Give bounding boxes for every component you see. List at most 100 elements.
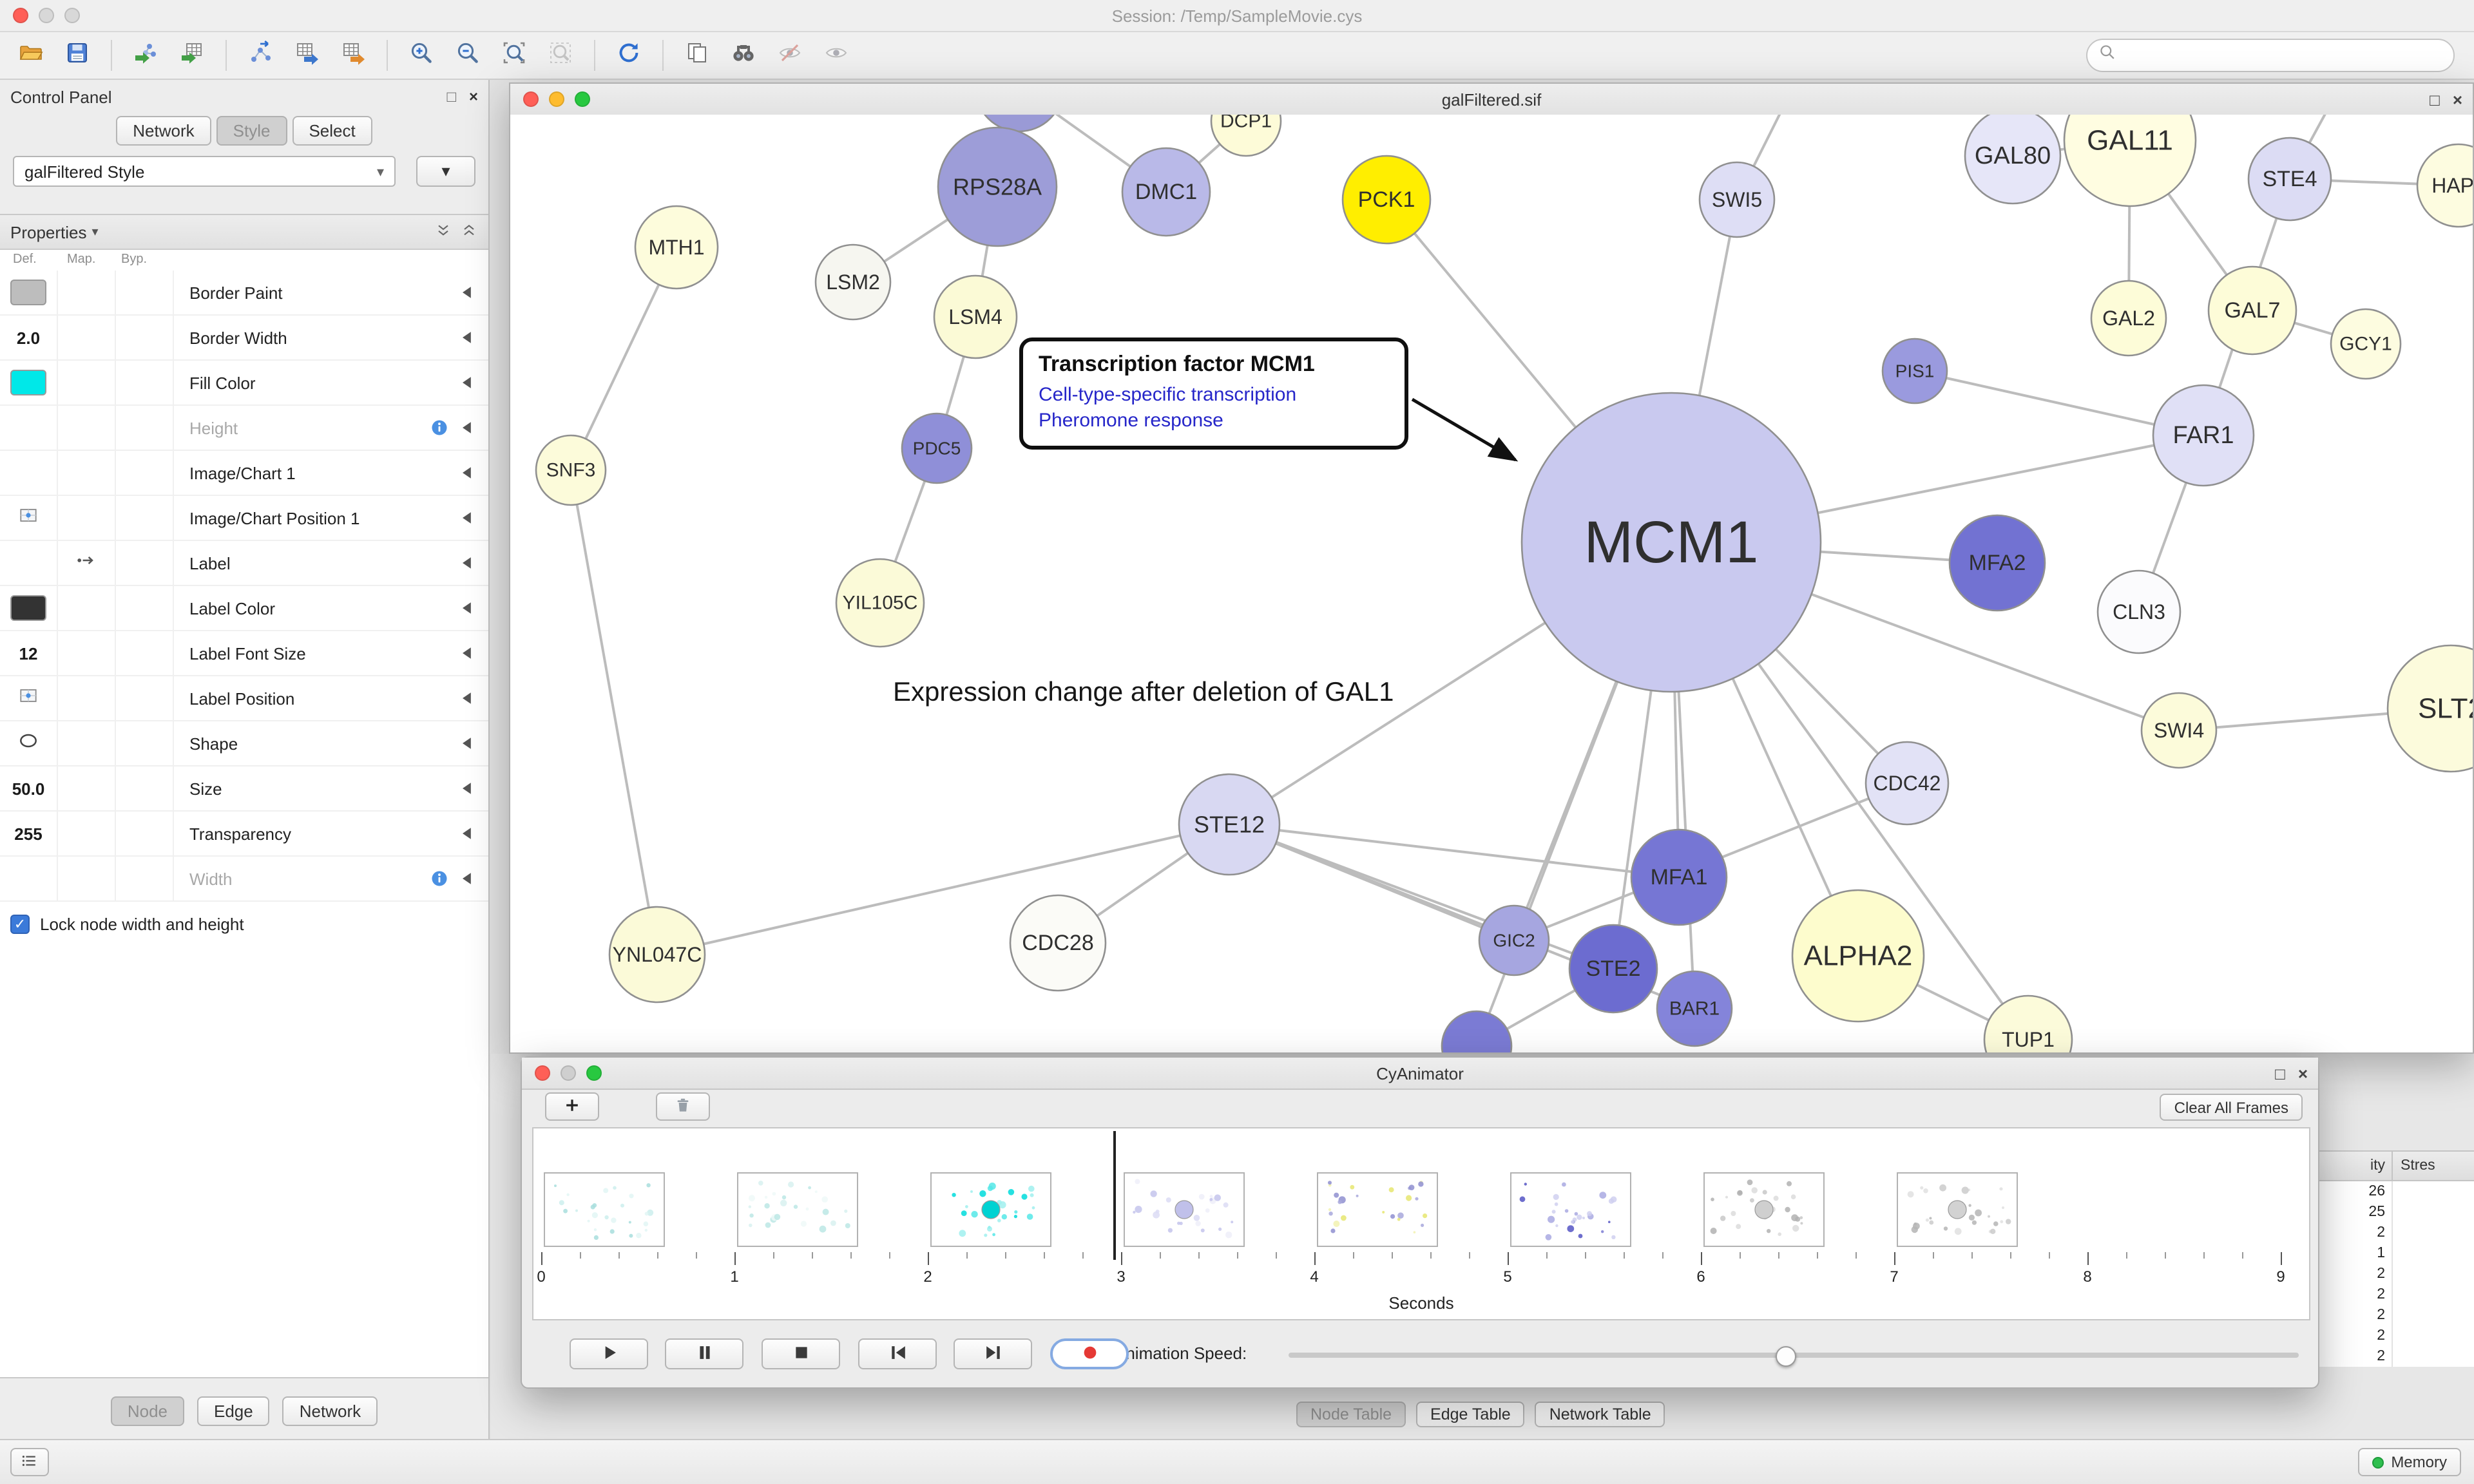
memory-button[interactable]: Memory — [2357, 1448, 2461, 1476]
bypass-cell[interactable] — [116, 406, 174, 450]
ellipse-icon[interactable] — [17, 728, 40, 758]
node-TUP1[interactable] — [1983, 994, 2073, 1052]
property-row-image-chart-1[interactable]: Image/Chart 1 — [0, 451, 488, 496]
node-YNL047C[interactable] — [608, 906, 706, 1004]
node-PIS1[interactable] — [1881, 338, 1948, 404]
mapping-cell[interactable] — [58, 451, 116, 495]
property-row-image-chart-position-1[interactable]: Image/Chart Position 1 — [0, 496, 488, 541]
table-cell[interactable]: 26 — [2368, 1184, 2385, 1199]
collapse-all-icon[interactable] — [434, 221, 452, 243]
table-row[interactable]: 25 — [2319, 1202, 2474, 1222]
bypass-cell[interactable] — [116, 316, 174, 359]
table-cell[interactable] — [2392, 1305, 2474, 1326]
add-frame-button[interactable] — [545, 1092, 599, 1121]
network-canvas[interactable]: RPS28ADMC1DCP1PCK1SWI5GAL80GAL11STE4HAP4… — [510, 115, 2473, 1052]
table-cell[interactable]: 2 — [2377, 1308, 2385, 1323]
frame-thumbnail-3[interactable] — [930, 1172, 1051, 1247]
network-window-titlebar[interactable]: galFiltered.sif □ × — [510, 84, 2473, 116]
mapping-cell[interactable] — [58, 271, 116, 314]
bypass-cell[interactable] — [116, 812, 174, 855]
expand-row-icon[interactable] — [457, 372, 478, 393]
default-value-cell[interactable] — [0, 541, 58, 585]
table-cell[interactable] — [2392, 1284, 2474, 1305]
table-row[interactable]: 2 — [2319, 1284, 2474, 1305]
node-SWI4[interactable] — [2140, 692, 2218, 769]
expand-row-icon[interactable] — [457, 688, 478, 709]
node-LSM2[interactable] — [814, 243, 892, 321]
bypass-cell[interactable] — [116, 271, 174, 314]
float-frame-icon[interactable]: □ — [2275, 1063, 2285, 1083]
bypass-cell[interactable] — [116, 361, 174, 404]
bypass-cell[interactable] — [116, 586, 174, 630]
table-cell[interactable]: 2 — [2377, 1266, 2385, 1282]
frame-thumbnail-1[interactable] — [544, 1172, 665, 1247]
default-value-cell[interactable] — [0, 721, 58, 765]
bypass-cell[interactable] — [116, 857, 174, 900]
stop-button[interactable] — [762, 1338, 840, 1369]
minimize-frame-button[interactable] — [561, 1065, 576, 1081]
property-row-label[interactable]: Label — [0, 541, 488, 586]
show-all-button[interactable] — [816, 36, 857, 75]
node-ALPHA2[interactable] — [1791, 889, 1925, 1023]
expand-row-icon[interactable] — [457, 508, 478, 528]
close-frame-button[interactable] — [535, 1065, 550, 1081]
mapping-cell[interactable] — [58, 676, 116, 720]
bypass-cell[interactable] — [116, 766, 174, 810]
zoom-selected-button[interactable] — [540, 36, 581, 75]
mapping-cell[interactable] — [58, 361, 116, 404]
search-input[interactable] — [2124, 44, 2443, 66]
table-row[interactable]: 2 — [2319, 1305, 2474, 1326]
export-image-button[interactable] — [332, 36, 374, 75]
skip-end-button[interactable] — [954, 1338, 1032, 1369]
minimize-window-button[interactable] — [39, 8, 54, 23]
property-row-label-color[interactable]: Label Color — [0, 586, 488, 631]
table-cell[interactable]: 1 — [2377, 1246, 2385, 1261]
default-value-cell[interactable] — [0, 676, 58, 720]
apply-layout-button[interactable] — [608, 36, 649, 75]
mapping-cell[interactable] — [58, 857, 116, 900]
default-value-cell[interactable] — [0, 496, 58, 540]
node-GAL80[interactable] — [1964, 115, 2062, 205]
record-button[interactable] — [1050, 1338, 1129, 1369]
zoom-frame-button[interactable] — [586, 1065, 602, 1081]
node-CLN3[interactable] — [2096, 569, 2182, 654]
timeline-playhead[interactable] — [1113, 1131, 1116, 1260]
value-text[interactable]: 50.0 — [12, 779, 45, 798]
mapping-cell[interactable] — [58, 496, 116, 540]
bypass-cell[interactable] — [116, 676, 174, 720]
style-dropdown[interactable]: galFiltered Style ▾ — [13, 156, 396, 187]
expand-row-icon[interactable] — [457, 282, 478, 303]
lock-size-checkbox[interactable]: ✓ — [10, 915, 30, 934]
property-row-height[interactable]: Height — [0, 406, 488, 451]
tab-network[interactable]: Network — [116, 116, 211, 146]
import-network-button[interactable] — [125, 36, 166, 75]
value-swatch[interactable] — [10, 280, 46, 305]
node-BAR1[interactable] — [1656, 970, 1733, 1047]
bypass-cell[interactable] — [116, 496, 174, 540]
property-row-fill-color[interactable]: Fill Color — [0, 361, 488, 406]
table-cell[interactable]: 2 — [2377, 1349, 2385, 1364]
table-cell[interactable] — [2392, 1264, 2474, 1284]
mapping-cell[interactable] — [58, 631, 116, 675]
frame-thumbnail-2[interactable] — [737, 1172, 858, 1247]
close-panel-icon[interactable]: × — [468, 88, 478, 106]
bypass-cell[interactable] — [116, 631, 174, 675]
mapping-cell[interactable] — [58, 721, 116, 765]
node-CDC42[interactable] — [1865, 741, 1950, 826]
node-GAL11[interactable] — [2063, 115, 2197, 207]
zoom-in-button[interactable] — [401, 36, 442, 75]
default-value-cell[interactable] — [0, 406, 58, 450]
float-panel-icon[interactable]: □ — [446, 88, 456, 106]
value-swatch[interactable] — [10, 595, 46, 621]
chevron-down-icon[interactable]: ▾ — [91, 225, 99, 239]
clear-all-frames-button[interactable]: Clear All Frames — [2160, 1094, 2303, 1121]
delete-frame-button[interactable] — [656, 1092, 710, 1121]
node-STE4[interactable] — [2247, 137, 2332, 222]
mapping-cell[interactable] — [58, 316, 116, 359]
value-text[interactable]: 2.0 — [16, 328, 41, 347]
info-icon[interactable] — [429, 868, 450, 889]
minimize-frame-button[interactable] — [549, 91, 564, 107]
node-GAL2[interactable] — [2090, 280, 2167, 357]
